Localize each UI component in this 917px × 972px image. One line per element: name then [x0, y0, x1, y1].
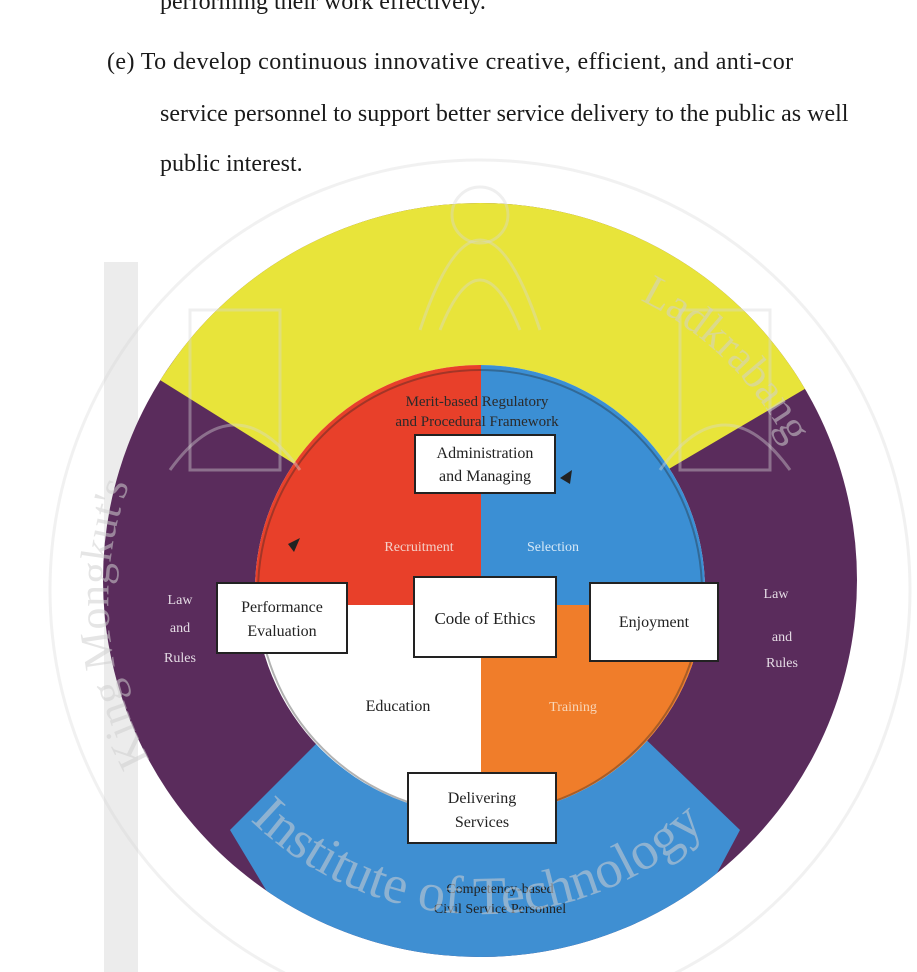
box-administration: Administration and Managing — [414, 434, 556, 494]
svg-text:Administration: Administration — [437, 445, 534, 462]
right-law-label-2: and — [772, 630, 792, 645]
document-text: performing their work effectively. (e) T… — [0, 0, 917, 250]
svg-text:Enjoyment: Enjoyment — [619, 614, 690, 631]
right-law-label-3: Rules — [766, 656, 798, 671]
text-line-4: public interest. — [160, 151, 303, 177]
box-code-of-ethics: Code of Ethics — [413, 576, 557, 658]
education-label: Education — [366, 698, 431, 715]
outer-top-label-2: and Procedural Framework — [395, 414, 559, 430]
right-law-label-1: Law — [764, 587, 790, 602]
outer-bottom-label-1: Competency-based — [446, 882, 553, 897]
text-line-1: performing their work effectively. — [160, 0, 486, 15]
outer-top-label-1: Merit-based Regulatory — [406, 394, 549, 410]
outer-bottom-label-2: Civil Service Personnel — [434, 902, 566, 917]
svg-text:Evaluation: Evaluation — [247, 623, 316, 640]
svg-text:and Managing: and Managing — [439, 468, 531, 485]
arrow-head-admin — [560, 470, 572, 484]
left-law-label-1: Law — [168, 593, 194, 608]
text-line-3: service personnel to support better serv… — [160, 101, 849, 127]
left-law-label-3: Rules — [164, 651, 196, 666]
svg-text:Delivering: Delivering — [448, 790, 516, 807]
left-law-label-2: and — [170, 621, 190, 636]
svg-text:Performance: Performance — [241, 599, 323, 616]
training-label: Training — [549, 700, 597, 715]
box-enjoyment: Enjoyment — [589, 582, 719, 662]
svg-text:Code of Ethics: Code of Ethics — [434, 609, 535, 628]
text-line-2: (e) To develop continuous innovative cre… — [107, 49, 794, 75]
arrow-head-perf — [288, 538, 300, 552]
svg-text:Services: Services — [455, 814, 509, 831]
box-delivering-services: Delivering Services — [407, 772, 557, 844]
recruitment-label: Recruitment — [384, 540, 453, 555]
selection-label: Selection — [527, 540, 579, 555]
box-performance-evaluation: Performance Evaluation — [216, 582, 348, 654]
